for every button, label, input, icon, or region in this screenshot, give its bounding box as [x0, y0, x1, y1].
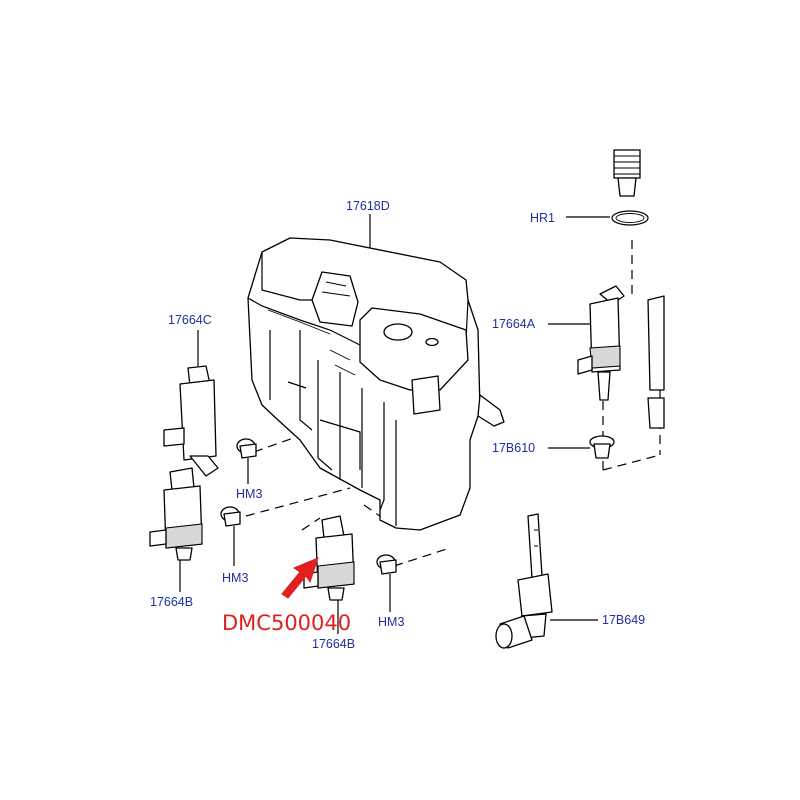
- o-ring: [611, 210, 649, 226]
- hm3-grommet-c: [376, 554, 397, 575]
- partial-component: [647, 295, 665, 391]
- washer-pump-17664b-left: [149, 467, 203, 561]
- label-17b610: 17B610: [492, 441, 535, 455]
- hm3-grommet-b: [220, 506, 241, 527]
- grommet: [589, 435, 615, 459]
- label-17664b-center: 17664B: [312, 637, 355, 651]
- label-hm3-b: HM3: [222, 571, 248, 585]
- label-hm3-a: HM3: [236, 487, 262, 501]
- label-17664b-left: 17664B: [150, 595, 193, 609]
- label-17664c: 17664C: [168, 313, 212, 327]
- highlight-arrow-icon: [281, 557, 319, 599]
- hm3-grommet-a: [236, 438, 257, 459]
- highlight-part-number: DMC500040: [222, 611, 351, 635]
- label-hm3-c: HM3: [378, 615, 404, 629]
- hose-connector: [613, 149, 641, 197]
- label-17b649: 17B649: [602, 613, 645, 627]
- label-hr1: HR1: [530, 211, 555, 225]
- washer-reservoir-tank: [247, 237, 505, 531]
- washer-pump-17664b-center: [303, 515, 355, 601]
- partial-component-lower: [647, 397, 665, 429]
- label-17664a: 17664A: [492, 317, 536, 331]
- washer-pump-17664c: [163, 365, 219, 477]
- washer-pump-17664a: [577, 285, 625, 401]
- level-sensor-17b649: [495, 513, 553, 649]
- label-17618d: 17618D: [346, 199, 390, 213]
